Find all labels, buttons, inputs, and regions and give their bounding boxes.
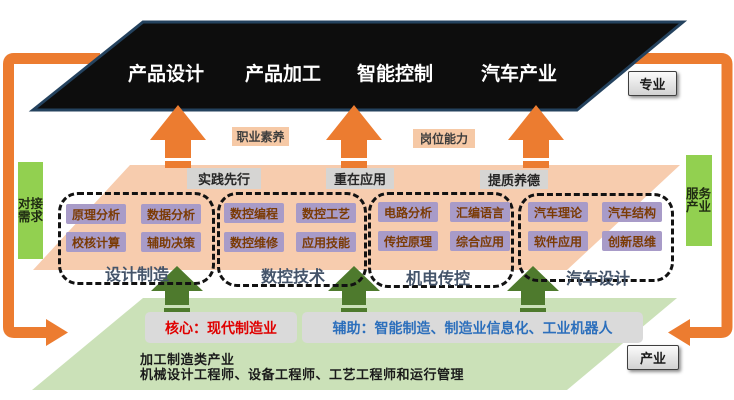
top-item-auto-industry: 汽车产业 bbox=[480, 64, 557, 85]
major-tag-button[interactable]: 专业 bbox=[628, 71, 677, 96]
top-item-product-process: 产品加工 bbox=[244, 64, 321, 85]
right-service-box: 服务产业 bbox=[686, 155, 712, 246]
skill-chip: 数控维修 bbox=[224, 232, 284, 252]
top-black-layer bbox=[28, 20, 688, 112]
label-professional-quality: 职业素养 bbox=[232, 127, 289, 146]
skill-chip: 原理分析 bbox=[66, 204, 126, 224]
skill-chip: 电路分析 bbox=[378, 202, 438, 222]
skill-chip: 传控原理 bbox=[378, 231, 438, 251]
core-industry-label: 核心：现代制造业 bbox=[145, 312, 297, 343]
up-arrow-icon bbox=[150, 105, 206, 158]
up-arrow-base bbox=[523, 161, 549, 168]
up-arrow-icon bbox=[507, 266, 559, 305]
label-quality-virtue: 提质养德 bbox=[480, 170, 548, 189]
group-box-auto-design bbox=[518, 193, 674, 282]
industry-category-text: 加工制造类产业 bbox=[140, 352, 235, 367]
group-box-design-manufacture bbox=[58, 192, 215, 285]
right-connector-arrow-icon bbox=[668, 319, 690, 346]
skill-chip: 软件应用 bbox=[528, 231, 588, 251]
skill-chip: 数控编程 bbox=[224, 203, 284, 223]
up-arrow-icon bbox=[326, 105, 382, 158]
skill-chip: 数据分析 bbox=[141, 204, 201, 224]
right-connector-line bbox=[634, 53, 733, 338]
group-label-cnc-technology: 数控技术 bbox=[260, 269, 325, 286]
top-item-product-design: 产品设计 bbox=[127, 64, 204, 85]
up-arrow-icon bbox=[508, 105, 564, 158]
skill-chip: 创新思维 bbox=[602, 231, 662, 251]
group-label-design-manufacture: 设计制造 bbox=[104, 267, 169, 284]
skill-chip: 汽车理论 bbox=[528, 202, 588, 222]
left-connector-line bbox=[3, 53, 100, 338]
skill-chip: 辅助决策 bbox=[141, 232, 201, 252]
top-item-intelligent-control: 智能控制 bbox=[356, 64, 433, 85]
group-label-auto-design: 汽车设计 bbox=[565, 271, 630, 288]
skill-chip: 校核计算 bbox=[66, 232, 126, 252]
group-box-mechatronics bbox=[368, 192, 514, 288]
skill-chip: 数控工艺 bbox=[296, 203, 356, 223]
label-focus-application: 重在应用 bbox=[326, 168, 394, 189]
skill-chip: 应用技能 bbox=[296, 232, 356, 252]
left-connector-arrow-icon bbox=[46, 319, 68, 346]
industry-roles-text: 机械设计工程师、设备工程师、工艺工程师和运行管理 bbox=[140, 367, 465, 382]
label-practice-first: 实践先行 bbox=[187, 168, 261, 189]
label-post-ability: 岗位能力 bbox=[413, 129, 475, 148]
up-arrow-base bbox=[520, 308, 546, 314]
left-demand-box: 对接需求 bbox=[18, 162, 43, 259]
skill-chip: 综合应用 bbox=[450, 231, 510, 251]
group-label-mechatronics: 机电传控 bbox=[405, 271, 470, 288]
orange-up-arrows bbox=[150, 105, 564, 168]
up-arrow-base bbox=[341, 308, 367, 314]
up-arrow-icon bbox=[151, 266, 203, 305]
skill-chip: 汽车结构 bbox=[602, 202, 662, 222]
up-arrow-base bbox=[164, 308, 190, 314]
group-box-cnc-technology bbox=[217, 192, 367, 287]
up-arrow-base bbox=[341, 161, 367, 168]
industry-tag-button[interactable]: 产业 bbox=[627, 345, 679, 370]
skill-chip: 汇编语言 bbox=[450, 202, 510, 222]
aux-industry-label: 辅助：智能制造、制造业信息化、工业机器人 bbox=[302, 312, 643, 343]
up-arrow-base bbox=[165, 161, 191, 168]
